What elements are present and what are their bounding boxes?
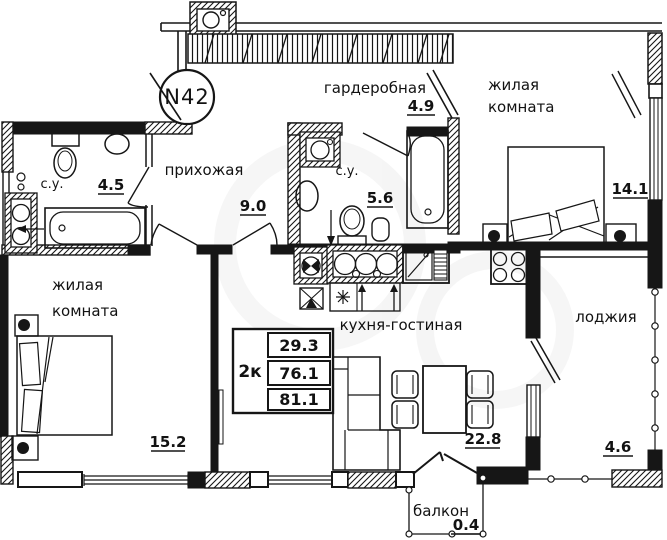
- room-label-kitchen-living: кухня-гостиная: [340, 316, 463, 334]
- kitchen-counter-icon: [326, 244, 404, 284]
- washing-machine-icon: [299, 131, 341, 168]
- sink-icon: [104, 126, 130, 155]
- sink-icon: [295, 180, 319, 212]
- small-sink-icon: [371, 217, 390, 242]
- toilet-icon: [51, 130, 80, 179]
- apartment-number: N42: [164, 85, 209, 109]
- room-label-balcony: балкон: [413, 502, 469, 520]
- room-area-wardrobe: 4.9: [408, 97, 435, 115]
- door-leaves: [127, 132, 411, 246]
- apartment-number-badge: N42: [149, 68, 216, 126]
- room-area-loggia: 4.6: [605, 438, 632, 456]
- kitchen-sink-icon: [402, 246, 450, 284]
- chair-icon: [391, 370, 494, 429]
- room-area-hallway: 9.0: [240, 197, 267, 215]
- stamp-total-area: 81.1: [279, 390, 318, 409]
- room-area-balcony: 0.4: [453, 516, 480, 534]
- stamp-room-count: 2к: [238, 362, 262, 382]
- room-label-wardrobe: гардеробная: [324, 79, 426, 97]
- room-label-hallway: прихожая: [165, 161, 244, 179]
- room-area-kitchen-living: 22.8: [464, 430, 501, 448]
- fixtures: [4, 126, 637, 471]
- stamp-area: 76.1: [279, 364, 318, 383]
- washer-icon: [293, 246, 329, 285]
- room-area-bathroom-large: 5.6: [367, 189, 394, 207]
- dining-table-icon: [422, 365, 467, 434]
- vent-arrow-icon: [327, 210, 335, 246]
- toilet-icon: [337, 205, 367, 248]
- room-label-bathroom-large: с.у.: [335, 164, 358, 179]
- info-stamp: 2к 29.3 76.1 81.1: [231, 327, 335, 415]
- room-label-bedroom-right-2: комната: [488, 98, 554, 116]
- stamp-living-area: 29.3: [279, 336, 318, 355]
- room-labels: прихожая 9.0 с.у. 4.5 с.у. 5.6 гардеробн…: [40, 76, 649, 535]
- room-label-bedroom-left-2: комната: [52, 302, 118, 320]
- sofa-icon: [332, 356, 401, 471]
- stove-icon: [490, 248, 529, 285]
- room-label-bedroom-right-1: жилая: [488, 76, 539, 94]
- vent-shaft-icon: [299, 287, 324, 310]
- bed-icon: [507, 146, 605, 244]
- fridge-spot-icon: [329, 282, 401, 312]
- room-label-bathroom-small: с.у.: [40, 177, 63, 192]
- bathtub-icon: [44, 207, 146, 249]
- bed-icon: [16, 335, 113, 436]
- room-area-bathroom-small: 4.5: [98, 176, 125, 194]
- room-area-bedroom-left: 15.2: [149, 433, 186, 451]
- washer-column-icon: [4, 172, 44, 254]
- bathtub-icon: [406, 130, 449, 229]
- nightstand-icon: [11, 314, 39, 461]
- room-label-bedroom-left-1: жилая: [52, 276, 103, 294]
- room-label-loggia: лоджия: [575, 308, 636, 326]
- room-area-bedroom-right: 14.1: [611, 180, 648, 198]
- nightstand-icon: [482, 223, 637, 247]
